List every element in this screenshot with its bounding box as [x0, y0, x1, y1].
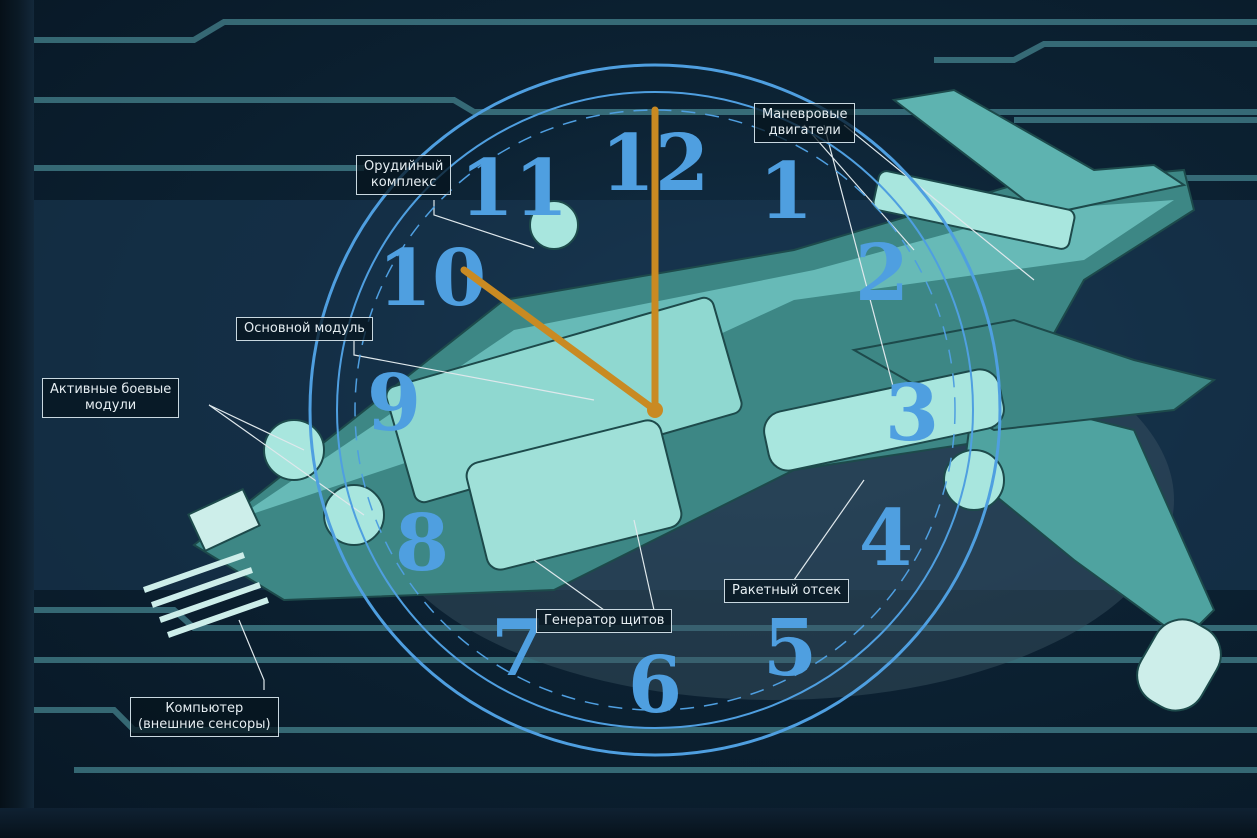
numeral-5: 5 [763, 603, 817, 694]
wall-clock: 12 1 2 3 4 5 6 7 8 9 10 11 [308, 63, 1002, 757]
numeral-8: 8 [395, 498, 449, 589]
clock-hands [460, 106, 663, 418]
numeral-2: 2 [855, 228, 909, 319]
callout-leaders [208, 124, 1035, 690]
numeral-9: 9 [367, 358, 421, 449]
clock-dial [308, 63, 1002, 757]
label-maneuver-engines: Маневровые двигатели [754, 103, 856, 143]
minute-hand [460, 266, 659, 414]
artwork-svg [34, 19, 1257, 773]
label-missile-bay: Ракетный отсек [724, 579, 850, 603]
canvas-bottom-edge [0, 808, 1257, 838]
label-active-combat-modules: Активные боевые модули [42, 378, 180, 418]
numeral-6: 6 [628, 640, 682, 731]
numeral-10: 10 [378, 233, 487, 324]
label-weapon-complex: Орудийный комплекс [356, 155, 452, 195]
numeral-3: 3 [885, 368, 939, 459]
label-computer-sensors: Компьютер (внешние сенсоры) [130, 697, 279, 737]
label-main-module: Основной модуль [236, 317, 373, 341]
canvas-artwork: 12 1 2 3 4 5 6 7 8 9 10 11 Орудийный [34, 0, 1257, 808]
numeral-1: 1 [759, 146, 813, 237]
spaceship [143, 88, 1222, 712]
label-shield-generator: Генератор щитов [536, 609, 673, 633]
numeral-4: 4 [859, 493, 913, 584]
canvas-side-edge [0, 0, 34, 838]
numeral-11: 11 [460, 143, 569, 234]
